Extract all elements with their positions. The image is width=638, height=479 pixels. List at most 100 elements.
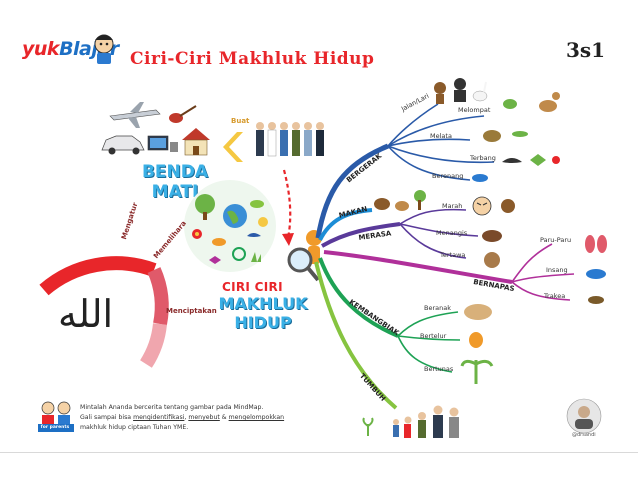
instruction-name: menyebut xyxy=(188,414,220,421)
benda-mati-label: BENDA MATI xyxy=(120,162,230,202)
benda-mati-line2: MATI xyxy=(151,182,199,202)
author-avatar xyxy=(566,398,602,434)
house-icon xyxy=(182,128,210,156)
branch-tumbuh xyxy=(314,261,398,410)
buat-label: Buat xyxy=(231,117,250,125)
grass-icon xyxy=(251,252,261,262)
sub-branch-melompat xyxy=(387,115,485,147)
growth-stages-illustration xyxy=(362,405,459,438)
makhluk-hidup-line1: MAKHLUK xyxy=(218,294,308,313)
reproduction-illustration xyxy=(460,304,494,384)
car-icon xyxy=(101,135,145,155)
sub-branch-bertelur xyxy=(397,335,461,341)
sub-branch-trakea xyxy=(511,281,571,301)
sub-label-beranak: Beranak xyxy=(424,304,451,312)
bird-icon xyxy=(502,158,522,163)
footer-divider xyxy=(0,452,638,453)
sub-label-insang: Insang xyxy=(546,266,568,274)
movement-animals-illustration xyxy=(434,78,560,182)
branch-makan xyxy=(318,208,373,241)
page-title: Ciri-Ciri Makhluk Hidup xyxy=(130,49,375,69)
laughing-monkey-icon xyxy=(484,252,500,268)
guitar-icon xyxy=(169,105,197,123)
instruction-line1: Mintalah Ananda bercerita tentang gambar… xyxy=(80,404,264,411)
instruction-identify: mengidentifikasi xyxy=(133,414,185,421)
sub-branch-melata xyxy=(387,138,471,147)
butterfly-icon xyxy=(209,256,221,264)
egg-icon xyxy=(469,332,483,348)
fish-icon xyxy=(472,174,488,182)
person-icon xyxy=(292,122,300,156)
sub-label-bertunas: Bertunas xyxy=(424,365,454,373)
sub-branch-marah xyxy=(399,208,467,225)
gorilla-icon xyxy=(454,78,466,102)
dashed-arrow-down-icon xyxy=(282,169,294,246)
sub-branch-paru xyxy=(511,243,553,283)
flower-icon xyxy=(192,229,202,239)
sub-branch-terbang xyxy=(387,145,495,164)
mascot-icon xyxy=(94,34,114,64)
sun-icon xyxy=(258,217,268,227)
respiration-organs-illustration xyxy=(585,235,607,304)
animal-eating-icon xyxy=(374,198,390,210)
allah-calligraphy: الله xyxy=(58,292,114,336)
eating-animals-illustration xyxy=(374,190,426,211)
instruction-text: Mintalah Ananda bercerita tentang gambar… xyxy=(80,403,310,433)
branch-merasa xyxy=(320,222,401,248)
arc-label-menciptakan: Menciptakan xyxy=(166,307,217,315)
instruction-line2: Gali sampai bisa mengidentifikasi, menye… xyxy=(80,413,310,423)
tree-icon xyxy=(195,194,215,220)
branch-bergerak xyxy=(315,143,389,239)
people-professions-illustration xyxy=(256,122,324,157)
goose-icon xyxy=(472,81,488,102)
sub-branch-insang xyxy=(511,273,575,283)
sub-branch-tertawa xyxy=(399,223,467,259)
arc-segment-memelihara xyxy=(147,267,169,326)
tortoise-icon xyxy=(483,130,501,142)
insect-icon xyxy=(588,296,604,304)
sub-label-tertawa: Tertawa xyxy=(440,251,466,259)
sub-label-melata: Melata xyxy=(430,132,452,140)
instruction-group: mengelompokkan xyxy=(228,414,285,421)
butterfly-icon xyxy=(530,154,546,166)
lungs-icon xyxy=(585,235,607,253)
sub-branch-beranak xyxy=(397,311,459,337)
makhluk-hidup-label: MAKHLUK HIDUP xyxy=(218,294,308,332)
makhluk-hidup-line2: HIDUP xyxy=(234,313,292,332)
adult-icon xyxy=(433,405,443,438)
sub-label-trakea: Trakea xyxy=(544,292,566,300)
objects-illustration xyxy=(101,102,210,156)
arc-segment-menciptakan xyxy=(139,323,167,368)
sub-branch-jalan xyxy=(387,103,439,147)
airplane-icon xyxy=(109,102,161,128)
fish-gill-icon xyxy=(586,269,606,279)
elder-icon xyxy=(449,407,459,438)
person-icon xyxy=(280,122,288,156)
worksheet-code: 3s1 xyxy=(566,38,606,62)
child-icon xyxy=(404,416,412,438)
ciri-ciri-label: CIRI CIRI xyxy=(222,280,283,294)
author-credit: @drsandi xyxy=(572,432,596,438)
crying-dog-icon xyxy=(482,230,502,242)
person-icon xyxy=(267,122,277,157)
kangaroo-icon xyxy=(539,92,560,112)
allah-arc-diagram xyxy=(39,256,169,368)
magnifier-character-icon xyxy=(287,230,322,282)
branch-bernapas xyxy=(323,250,513,284)
monkey-icon xyxy=(434,82,446,104)
person-icon xyxy=(304,122,312,156)
angry-face-icon xyxy=(472,196,492,216)
benda-mati-line1: BENDA xyxy=(141,162,209,182)
chevron-left-icon xyxy=(223,132,243,162)
cat-family-icon xyxy=(464,304,492,320)
banana-tree-icon xyxy=(460,359,494,384)
teen-icon xyxy=(418,412,426,438)
sub-branch-bertunas xyxy=(397,335,453,373)
arc-segment-mengatur xyxy=(39,256,157,296)
person-icon xyxy=(256,122,264,156)
sub-label-paru: Paru-Paru xyxy=(540,236,572,244)
globe-icon xyxy=(223,204,247,228)
computer-icon xyxy=(147,135,178,152)
recycle-icon xyxy=(232,247,246,261)
